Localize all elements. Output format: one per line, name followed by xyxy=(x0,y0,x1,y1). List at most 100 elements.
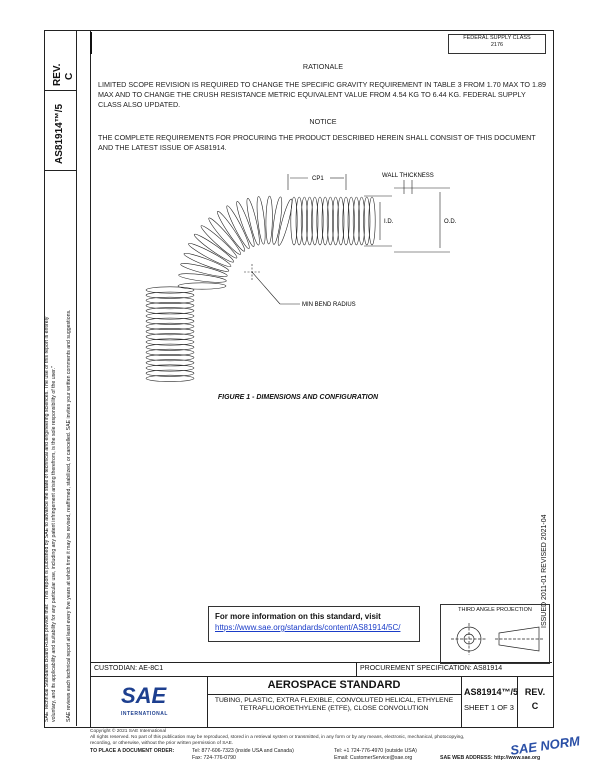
order-tel: Tel: 877-606-7323 (inside USA and Canada… xyxy=(192,748,294,754)
document-title: TUBING, PLASTIC, EXTRA FLEXIBLE, CONVOLU… xyxy=(214,697,454,713)
projection-symbol-icon xyxy=(451,623,543,655)
tube-convolution xyxy=(188,243,232,267)
order-tel-intl: Tel: +1 724-776-4970 (outside USA) xyxy=(334,748,417,754)
more-info-title: For more information on this standard, v… xyxy=(215,612,381,621)
tube-convolution xyxy=(145,302,195,310)
tube-convolution xyxy=(265,195,273,245)
tube-convolution xyxy=(363,196,371,246)
title-cell: AEROSPACE STANDARD TUBING, PLASTIC, EXTR… xyxy=(207,677,462,727)
rationale-text: LIMITED SCOPE REVISION IS REQUIRED TO CH… xyxy=(98,80,546,109)
tube-convolution xyxy=(145,374,195,382)
left-column-divider xyxy=(76,30,77,726)
tube-convolution xyxy=(145,291,195,299)
tube-convolution xyxy=(321,196,329,246)
tube-convolution xyxy=(180,263,228,277)
logo-cell: SAE INTERNATIONAL xyxy=(91,677,208,727)
tube-convolution xyxy=(358,196,366,246)
rev-cell: REV. C xyxy=(517,677,553,727)
title-block: SAE INTERNATIONAL AEROSPACE STANDARD TUB… xyxy=(90,676,554,728)
tube-convolution xyxy=(311,196,319,246)
order-email[interactable]: Email: CustomerService@sae.org xyxy=(334,755,413,761)
tube-convolution xyxy=(277,198,293,246)
tube-convolution xyxy=(145,369,195,377)
tube-convolution xyxy=(352,196,360,246)
tube-convolution xyxy=(226,205,250,249)
tube-convolution xyxy=(145,348,195,356)
tube-convolution xyxy=(145,359,195,367)
revision-bar xyxy=(90,32,92,54)
custodian: CUSTODIAN: AE-8C1 xyxy=(94,665,164,672)
document-number: AS81914™/5 xyxy=(464,687,519,697)
tube-convolution xyxy=(193,233,234,263)
tube-convolution xyxy=(145,333,195,341)
rev-cell-label: REV. xyxy=(524,687,546,697)
tube-convolution xyxy=(177,282,227,290)
copyright-text: Copyright © 2021 SAE International All r… xyxy=(90,729,465,746)
third-angle-label: THIRD ANGLE PROJECTION xyxy=(458,607,532,613)
tube-convolution xyxy=(368,196,376,246)
federal-supply-class-box: FEDERAL SUPPLY CLASS 2176 xyxy=(448,34,546,54)
tube-convolution xyxy=(342,196,350,246)
tubing-figure: CP1 WALL THICKNESS I.D. O.D. MIN BEND RA… xyxy=(145,173,457,382)
sheet-count: SHEET 1 OF 3 xyxy=(464,703,514,712)
tube-convolution xyxy=(256,196,266,245)
sae-web-address[interactable]: SAE WEB ADDRESS: http://www.sae.org xyxy=(440,755,541,761)
tube-convolution xyxy=(347,196,355,246)
left-margin-text-1: SAE Technical Standards Board Rules prov… xyxy=(44,316,50,722)
tube-convolution xyxy=(183,252,230,272)
tube-convolution xyxy=(236,201,255,247)
tube-convolution xyxy=(145,364,195,372)
tube-convolution xyxy=(272,196,283,245)
side-document-number: AS81914™/5 xyxy=(54,103,65,164)
standard-link[interactable]: https://www.sae.org/standards/content/AS… xyxy=(215,623,401,632)
tube-convolution xyxy=(145,286,195,294)
tube-convolution xyxy=(145,322,195,330)
left-margin-text-3: SAE reviews each technical report at lea… xyxy=(66,309,72,723)
procurement-spec: PROCUREMENT SPECIFICATION: AS81914 xyxy=(360,665,503,672)
tube-convolution xyxy=(326,196,334,246)
notice-text: THE COMPLETE REQUIREMENTS FOR PROCURING … xyxy=(98,133,536,152)
left-column-divider-2 xyxy=(90,30,91,676)
order-fax: Fax: 724-776-0790 xyxy=(192,755,236,761)
number-cell: AS81914™/5 SHEET 1 OF 3 xyxy=(461,677,518,727)
left-margin-text-2: voluntary, and its applicability and sui… xyxy=(51,366,57,722)
order-label: TO PLACE A DOCUMENT ORDER: xyxy=(90,748,175,754)
fsc-label: FEDERAL SUPPLY CLASS xyxy=(463,35,531,41)
custodian-row xyxy=(90,662,552,677)
wall-thickness-label: WALL THICKNESS xyxy=(382,173,434,179)
figure-caption: FIGURE 1 - DIMENSIONS AND CONFIGURATION xyxy=(217,394,379,401)
tube-convolution xyxy=(295,196,303,246)
rev-box: REV. C xyxy=(44,30,76,91)
tube-convolution xyxy=(290,196,298,246)
tube-convolution xyxy=(306,196,314,246)
notice-heading: NOTICE xyxy=(309,117,337,126)
od-label: O.D. xyxy=(444,219,457,225)
tube-convolution xyxy=(145,354,195,362)
third-angle-projection-box: THIRD ANGLE PROJECTION xyxy=(440,604,550,664)
rationale-heading: RATIONALE xyxy=(302,62,344,71)
rev-cell-value: C xyxy=(531,701,539,711)
tube-convolution xyxy=(200,225,238,259)
aerospace-standard-heading: AEROSPACE STANDARD xyxy=(267,679,401,691)
cp-label: CP1 xyxy=(312,176,324,182)
custodian-divider xyxy=(356,662,357,676)
bend-radius-label: MIN BEND RADIUS xyxy=(302,302,356,308)
tube-convolution xyxy=(145,317,195,325)
tube-convolution xyxy=(332,196,340,246)
side-number-box: AS81914™/5 xyxy=(44,90,76,171)
tube-convolution xyxy=(178,273,227,283)
rev-value: C xyxy=(64,72,75,80)
tube-convolution xyxy=(337,196,345,246)
more-info-box: For more information on this standard, v… xyxy=(208,606,420,642)
tube-convolution xyxy=(246,197,260,246)
tubing-convolutions xyxy=(145,195,376,382)
tube-convolution xyxy=(316,196,324,246)
tube-convolution xyxy=(145,312,195,320)
tube-convolution xyxy=(145,338,195,346)
id-label: I.D. xyxy=(384,219,394,225)
tube-convolution xyxy=(300,196,308,246)
sae-logo-sub: INTERNATIONAL xyxy=(121,711,168,717)
rev-label: REV. xyxy=(52,63,63,86)
tube-convolution xyxy=(145,296,195,304)
tube-convolution xyxy=(145,307,195,315)
